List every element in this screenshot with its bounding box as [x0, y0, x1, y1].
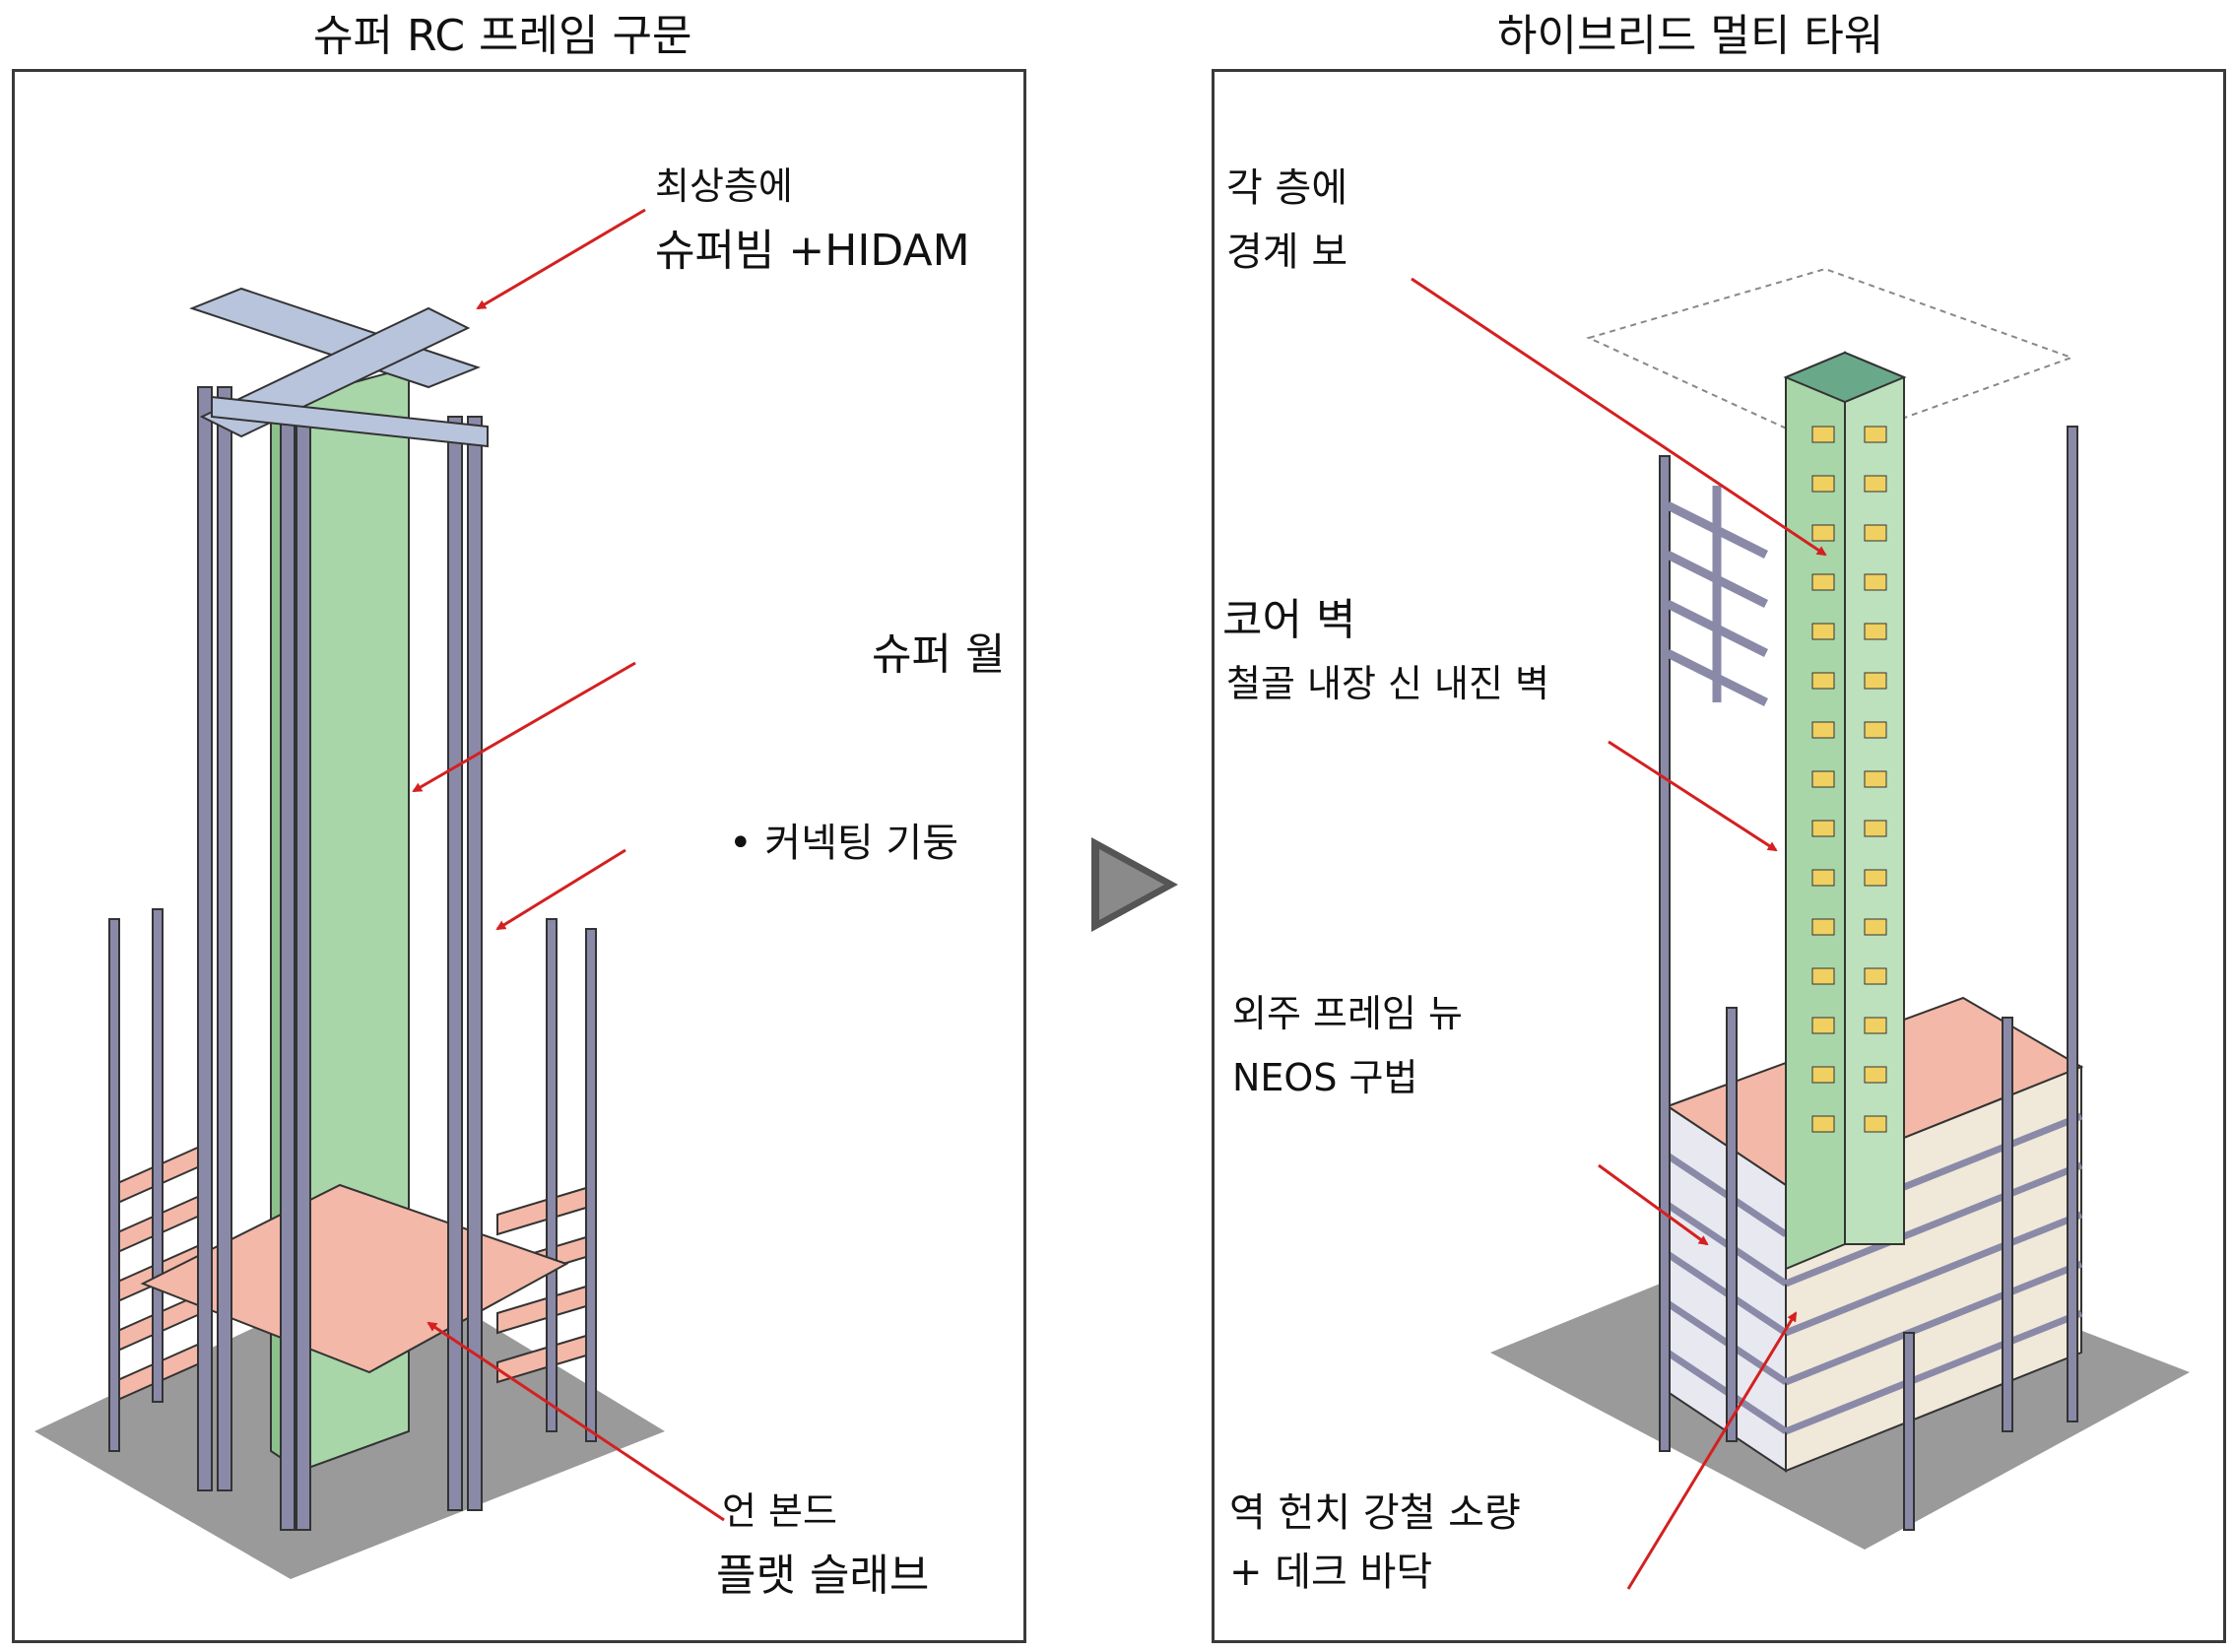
label-unbond: 언 본드 [722, 1481, 837, 1535]
arrow-super-wall [414, 663, 635, 791]
label-super-wall: 슈퍼 월 [872, 619, 1005, 682]
label-outer-frame: 외주 프레임 뉴 [1232, 983, 1463, 1037]
hybrid-multi-tower-diagram [1215, 72, 2226, 1643]
label-core-wall: 코어 벽 [1222, 584, 1355, 647]
arrow-connecting-column [497, 850, 625, 929]
label-top-floor: 최상층에 [655, 156, 793, 210]
upper-beams [1668, 486, 1766, 702]
label-steel-wall: 철골 내장 신 내진 벽 [1226, 653, 1549, 707]
transition-arrow-icon [1091, 837, 1178, 932]
left-panel-title: 슈퍼 RC 프레임 구문 [313, 0, 691, 63]
left-panel: 최상층에 슈퍼빔 +HIDAM 슈퍼 월 • 커넥팅 기둥 언 본드 플랫 슬래… [12, 69, 1026, 1643]
arrow-steel-wall [1609, 742, 1776, 850]
super-beams [192, 289, 488, 446]
arrow-boundary-beam [1412, 279, 1825, 555]
label-neos: NEOS 구법 [1232, 1047, 1417, 1101]
label-reverse-truss: 역 헌치 강철 소량 [1229, 1481, 1521, 1538]
label-each-floor: 각 층에 [1226, 156, 1347, 213]
label-flat-slab: 플랫 슬래브 [716, 1540, 929, 1603]
arrow-super-beam [478, 210, 645, 308]
label-super-beam: 슈퍼빔 +HIDAM [655, 215, 970, 278]
label-deck-floor: + 데크 바닥 [1229, 1540, 1432, 1597]
right-panel: 각 층에 경계 보 코어 벽 철골 내장 신 내진 벽 외주 프레임 뉴 NEO… [1212, 69, 2226, 1643]
label-boundary-beam: 경계 보 [1226, 220, 1347, 277]
right-panel-title: 하이브리드 멀티 타워 [1497, 0, 1883, 63]
label-connecting-column: • 커넥팅 기둥 [729, 811, 958, 868]
